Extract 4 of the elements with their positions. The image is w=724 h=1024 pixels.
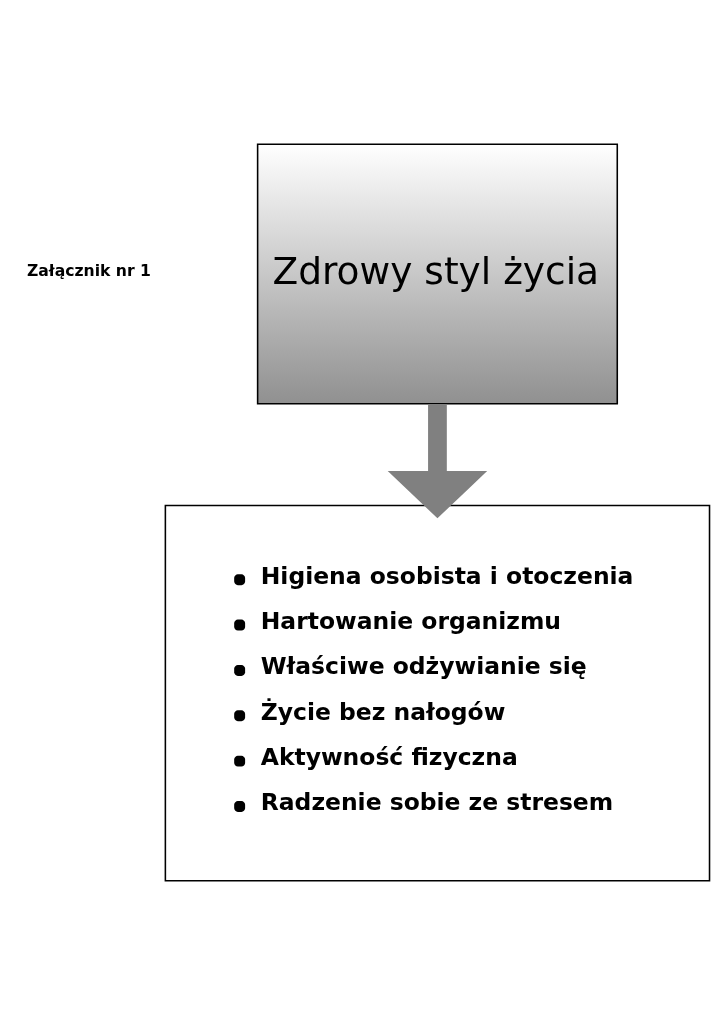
label: Załącznik nr 1 <box>26 260 152 280</box>
arrow <box>387 403 488 518</box>
node-box: Zdrowy styl życia <box>256 142 619 405</box>
node-box: Higiena osobista i otoczenia Hartowanie organizmu Właściwe odżywianie się Życie bez nałogów Aktywność fizyczna Radzenie sobie ze stresem <box>164 504 711 882</box>
